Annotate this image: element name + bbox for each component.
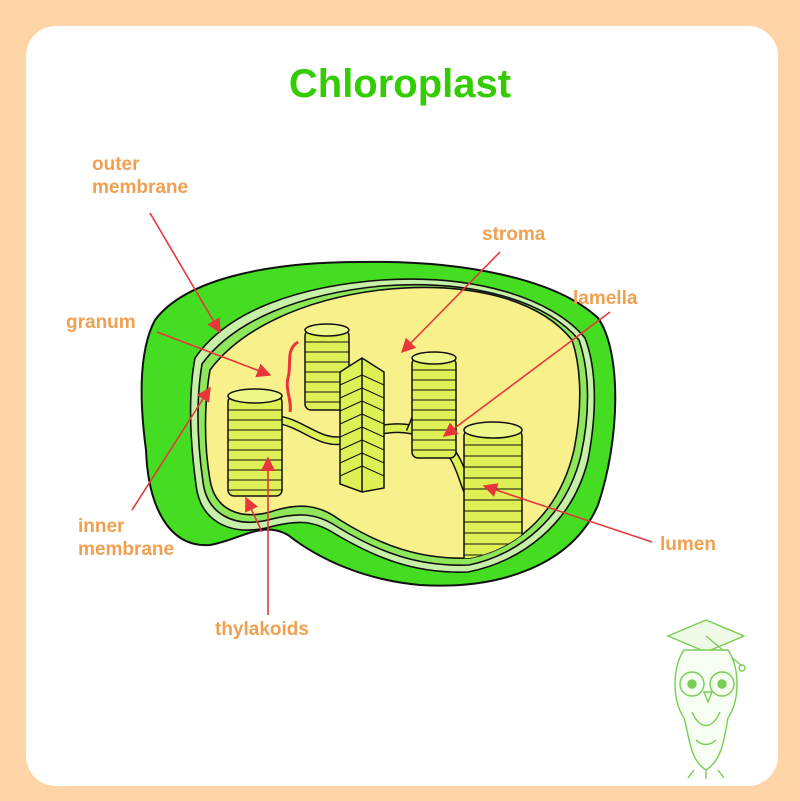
arrow-lumen <box>482 483 653 543</box>
outer-membrane-label: outer membrane <box>92 153 188 199</box>
arrow-inner-membrane <box>131 386 211 511</box>
arrow-lamella <box>442 311 611 437</box>
lamella-connector-a-fill <box>279 417 346 444</box>
diagram-title: Chloroplast <box>288 62 512 106</box>
arrow-thylakoids-b <box>245 496 263 533</box>
granum-stack-cut <box>339 357 385 493</box>
granum-stack-3 <box>227 388 283 497</box>
arrow-granum <box>156 331 272 378</box>
inner-membrane-label-line2: membrane <box>78 539 175 560</box>
granum-stack-2 <box>411 351 457 459</box>
thylakoids-label: thylakoids <box>215 619 309 640</box>
inner-membrane-label-line1: inner <box>78 516 125 537</box>
granum-bracket <box>285 340 299 413</box>
outer-membrane-label-line1: outer <box>92 154 140 175</box>
lamella-label: lamella <box>573 288 638 309</box>
arrow-stroma <box>400 251 501 354</box>
granum-stack-1 <box>304 323 350 411</box>
owl-graduate-icon <box>666 619 746 779</box>
granum-stack-4 <box>463 421 523 559</box>
inner-membrane-label: inner membrane <box>78 515 174 561</box>
lumen-label: lumen <box>660 534 716 555</box>
outer-membrane-label-line2: membrane <box>92 177 189 198</box>
arrow-outer-membrane <box>149 212 221 334</box>
granum-label: granum <box>66 312 136 333</box>
stroma-label: stroma <box>482 224 546 245</box>
